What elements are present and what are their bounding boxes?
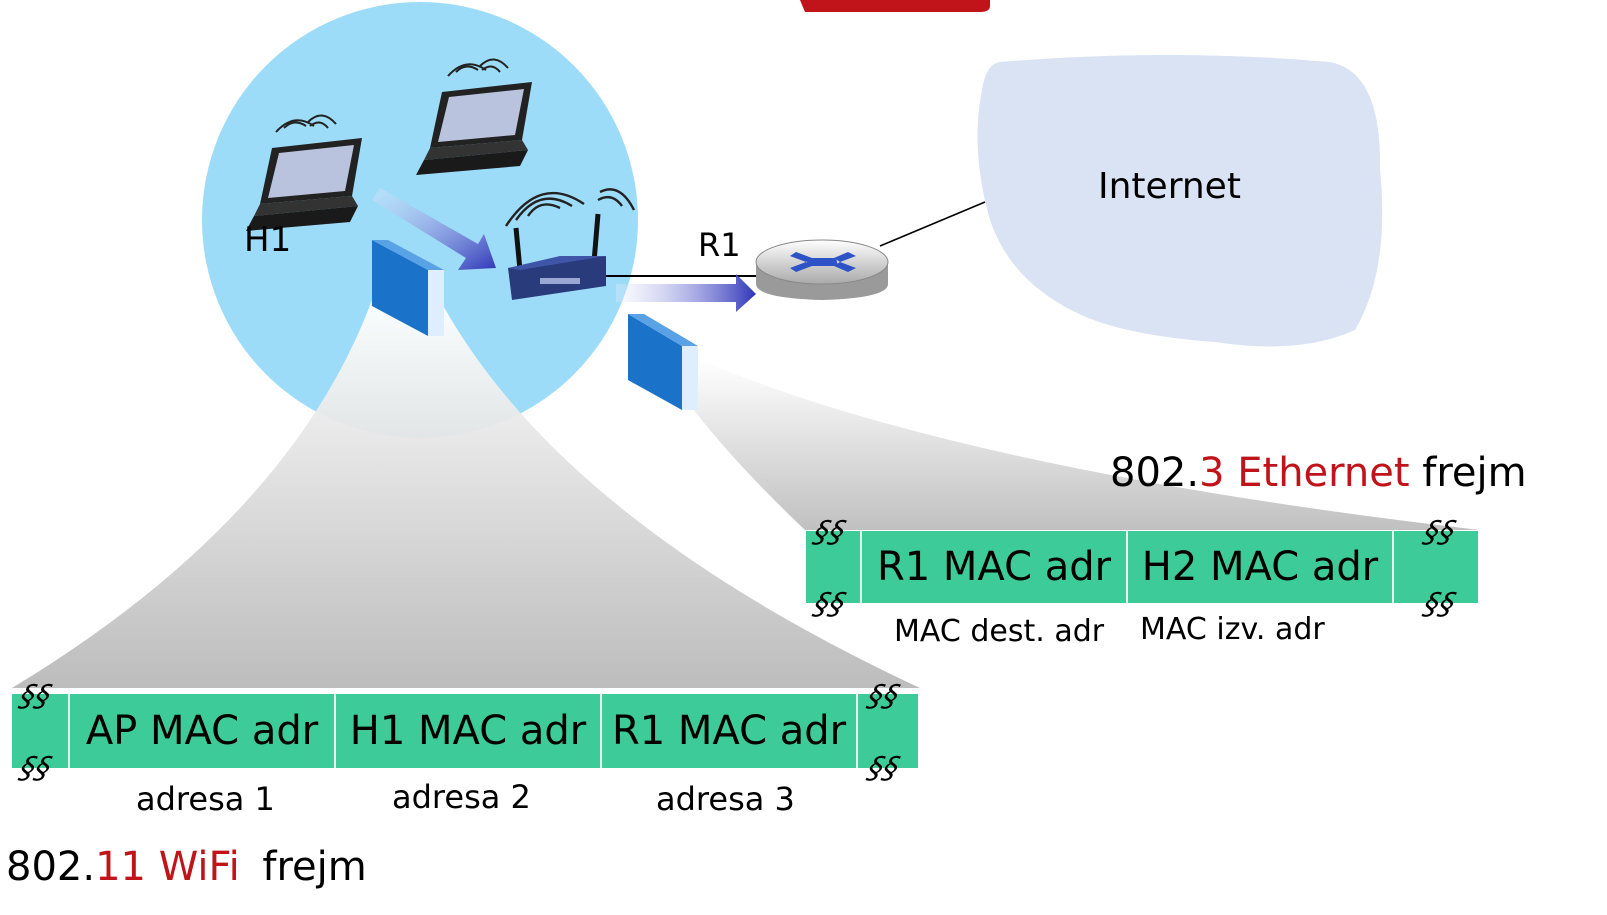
ethernet-frame-title: 802.3 Ethernet frejm xyxy=(1110,450,1527,496)
wifi-frame-title: 802.11 WiFi frejm xyxy=(6,844,367,890)
wifi-field-label: adresa 1 xyxy=(136,780,275,818)
wifi-field-address-1: AP MAC adr xyxy=(68,694,334,768)
ethernet-frame-left-end xyxy=(806,531,860,603)
wifi-frame-left-end xyxy=(12,694,68,768)
ethernet-frame-expand-wedge xyxy=(660,360,1480,530)
wireless-signal-icon xyxy=(275,114,337,133)
ap-to-router-arrow xyxy=(616,274,756,312)
host-h1-label: H1 xyxy=(244,220,292,260)
wifi-frame-right-end xyxy=(856,694,918,768)
h1-to-ap-arrow xyxy=(372,188,496,270)
wifi-field-label: adresa 3 xyxy=(656,780,795,818)
access-point-icon xyxy=(508,213,606,300)
wireless-signal-icon xyxy=(447,58,509,77)
ethernet-field-src-mac: H2 MAC adr xyxy=(1126,531,1392,603)
router-r1-label: R1 xyxy=(698,226,741,264)
ethernet-title-number: 3 xyxy=(1199,450,1225,496)
router-icon xyxy=(755,239,889,300)
laptop-icon xyxy=(416,82,532,175)
laptop-icon xyxy=(246,138,362,231)
top-red-bar-fragment xyxy=(800,0,990,12)
wifi-title-prefix: 802. xyxy=(6,844,96,890)
ethernet-title-prefix: 802. xyxy=(1110,450,1200,496)
router-internet-link xyxy=(879,201,986,247)
ethernet-frame-right-end xyxy=(1392,531,1478,603)
wifi-field-address-2: H1 MAC adr xyxy=(334,694,600,768)
ethernet-field-label: MAC izv. adr xyxy=(1140,612,1325,647)
wifi-frame-expand-wedge xyxy=(12,300,920,688)
wifi-field-address-3: R1 MAC adr xyxy=(600,694,856,768)
wifi-title-suffix: frejm xyxy=(262,844,367,890)
wireless-signal-icon xyxy=(504,188,636,227)
wifi-field-label: adresa 2 xyxy=(392,778,531,816)
ethernet-frame-icon xyxy=(628,314,698,410)
ethernet-title-suffix: frejm xyxy=(1422,450,1527,496)
internet-label: Internet xyxy=(1098,166,1241,207)
ethernet-title-name: Ethernet xyxy=(1237,450,1410,496)
internet-cloud xyxy=(977,55,1383,347)
ethernet-field-dest-mac: R1 MAC adr xyxy=(860,531,1126,603)
wifi-title-name: WiFi xyxy=(158,844,240,890)
wifi-title-number: 11 xyxy=(95,844,146,890)
ethernet-field-label: MAC dest. adr xyxy=(894,614,1105,649)
wifi-frame-icon xyxy=(372,240,444,336)
